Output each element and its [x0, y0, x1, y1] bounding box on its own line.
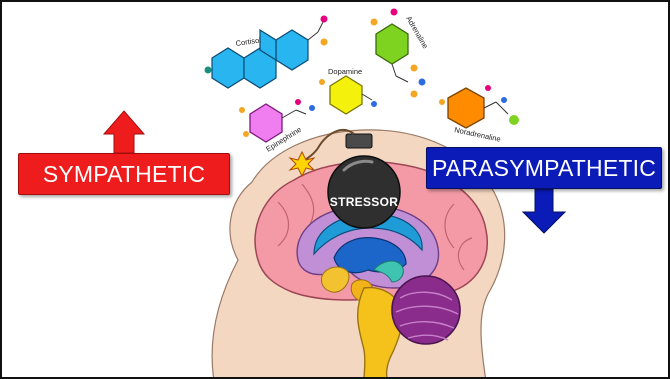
parasympathetic-down-arrow	[523, 189, 565, 233]
stressor-label: STRESSOR	[330, 195, 398, 209]
noradrenaline-label: Noradrenaline	[454, 125, 502, 144]
cortisol-molecule: Cortisol	[205, 16, 328, 89]
dopamine-label: Dopamine	[328, 67, 362, 76]
cortisol-label: Cortisol	[235, 35, 262, 47]
parasympathetic-label: PARASYMPATHETIC	[432, 155, 656, 182]
sympathetic-label: SYMPATHETIC	[43, 161, 205, 188]
dopamine-molecule: Dopamine	[319, 67, 377, 114]
adrenaline-molecule: Adrenaline	[371, 9, 430, 98]
sympathetic-up-arrow	[104, 111, 144, 153]
sympathetic-banner: SYMPATHETIC	[18, 153, 230, 195]
noradrenaline-molecule: Noradrenaline	[439, 85, 519, 144]
parasympathetic-banner: PARASYMPATHETIC	[426, 147, 662, 189]
